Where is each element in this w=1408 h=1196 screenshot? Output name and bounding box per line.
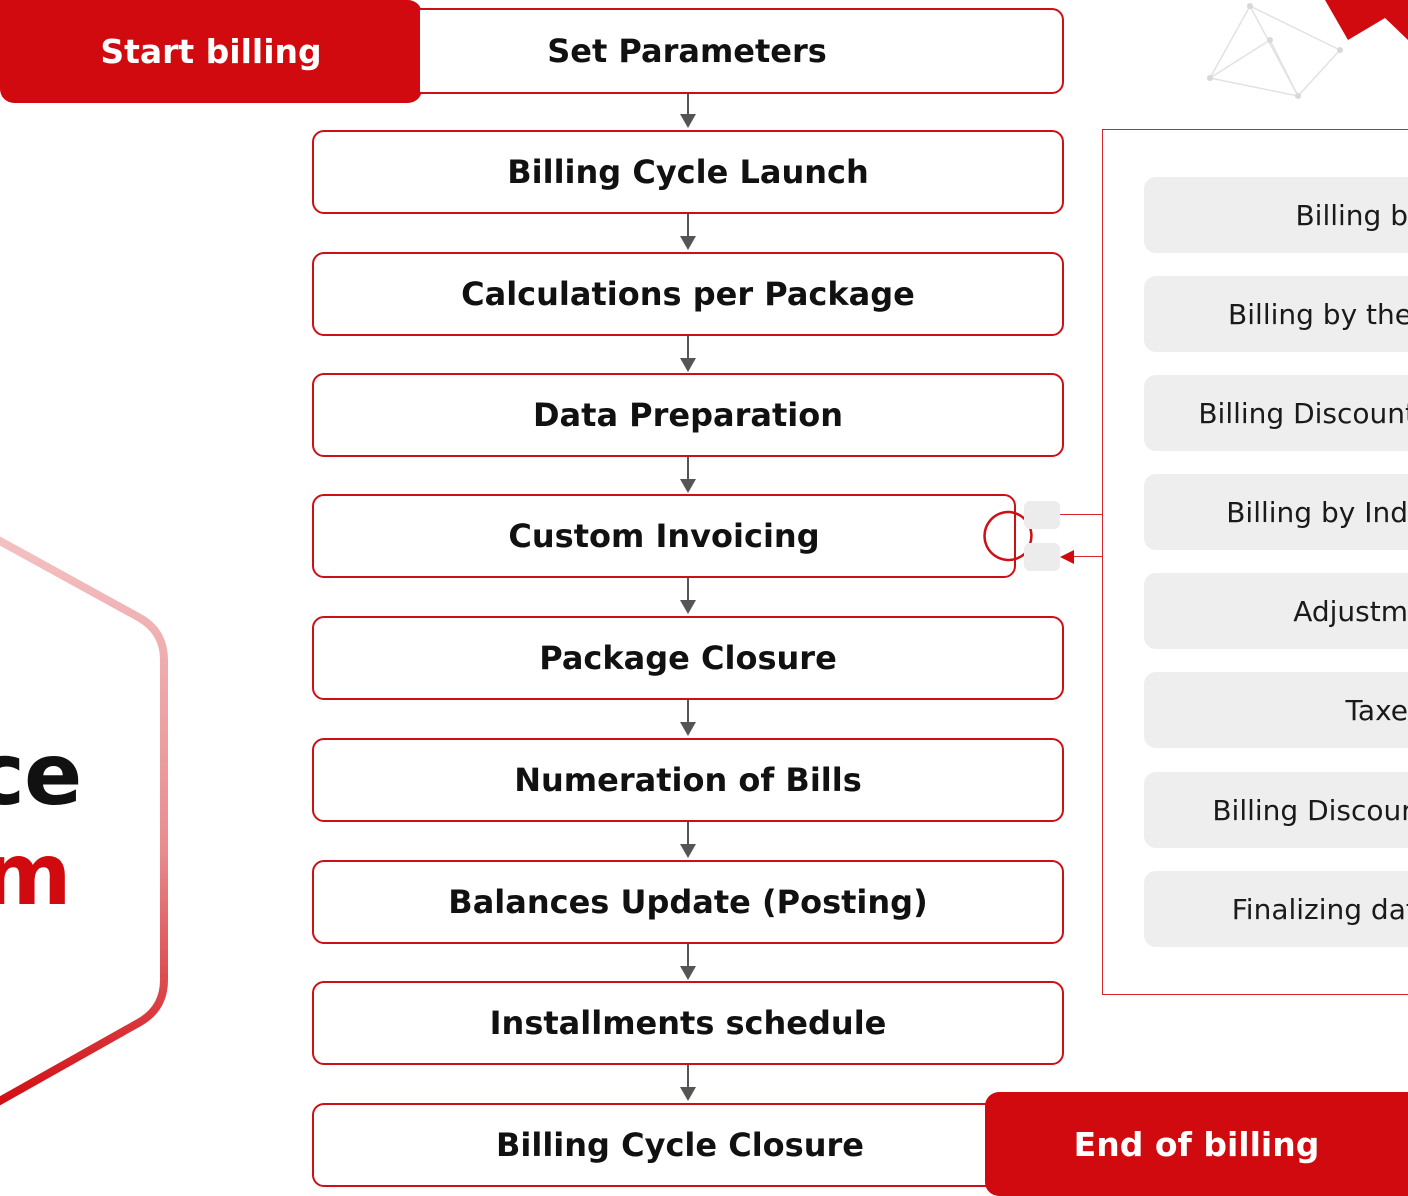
step-package-closure: Package Closure <box>312 616 1064 700</box>
sub-step-5: Adjustm <box>1144 573 1408 649</box>
network-decoration <box>1207 0 1408 99</box>
step-set-parameters: Set Parameters <box>420 8 1064 94</box>
step-installments-schedule: Installments schedule <box>312 981 1064 1065</box>
step-balances-update: Balances Update (Posting) <box>312 860 1064 944</box>
connector-line-in <box>1074 556 1102 557</box>
arrow-4 <box>680 457 696 493</box>
arrow-1 <box>680 94 696 128</box>
arrow-2 <box>680 214 696 250</box>
sub-step-8: Finalizing data <box>1144 871 1408 947</box>
sub-step-1: Billing b <box>1144 177 1408 253</box>
custom-invoicing-detail-panel <box>1102 129 1408 995</box>
connector-line-out <box>1060 514 1102 515</box>
step-numeration-of-bills: Numeration of Bills <box>312 738 1064 822</box>
end-of-billing-label: End of billing <box>985 1092 1408 1196</box>
arrow-9 <box>680 1065 696 1101</box>
arrow-3 <box>680 336 696 372</box>
arrow-8 <box>680 944 696 980</box>
sub-step-6: Taxe <box>1144 672 1408 748</box>
arrow-7 <box>680 822 696 858</box>
step-billing-cycle-launch: Billing Cycle Launch <box>312 130 1064 214</box>
sub-step-3: Billing Discount <box>1144 375 1408 451</box>
connector-arrowhead <box>1060 550 1074 564</box>
sub-step-2: Billing by the <box>1144 276 1408 352</box>
sub-step-4: Billing by Ind <box>1144 474 1408 550</box>
left-partial-title-line1: ce <box>0 725 82 825</box>
connector-out <box>1024 501 1060 529</box>
step-billing-cycle-closure: Billing Cycle Closure <box>312 1103 1064 1187</box>
arrow-5 <box>680 578 696 614</box>
step-calculations-per-package: Calculations per Package <box>312 252 1064 336</box>
step-data-preparation: Data Preparation <box>312 373 1064 457</box>
sub-step-7: Billing Discount <box>1144 772 1408 848</box>
step-custom-invoicing: Custom Invoicing <box>312 494 1016 578</box>
hexagon-decoration <box>0 536 168 1106</box>
start-billing-label: Start billing <box>0 0 422 103</box>
arrow-6 <box>680 700 696 736</box>
connector-in <box>1024 543 1060 571</box>
left-partial-title-line2: m <box>0 825 72 925</box>
